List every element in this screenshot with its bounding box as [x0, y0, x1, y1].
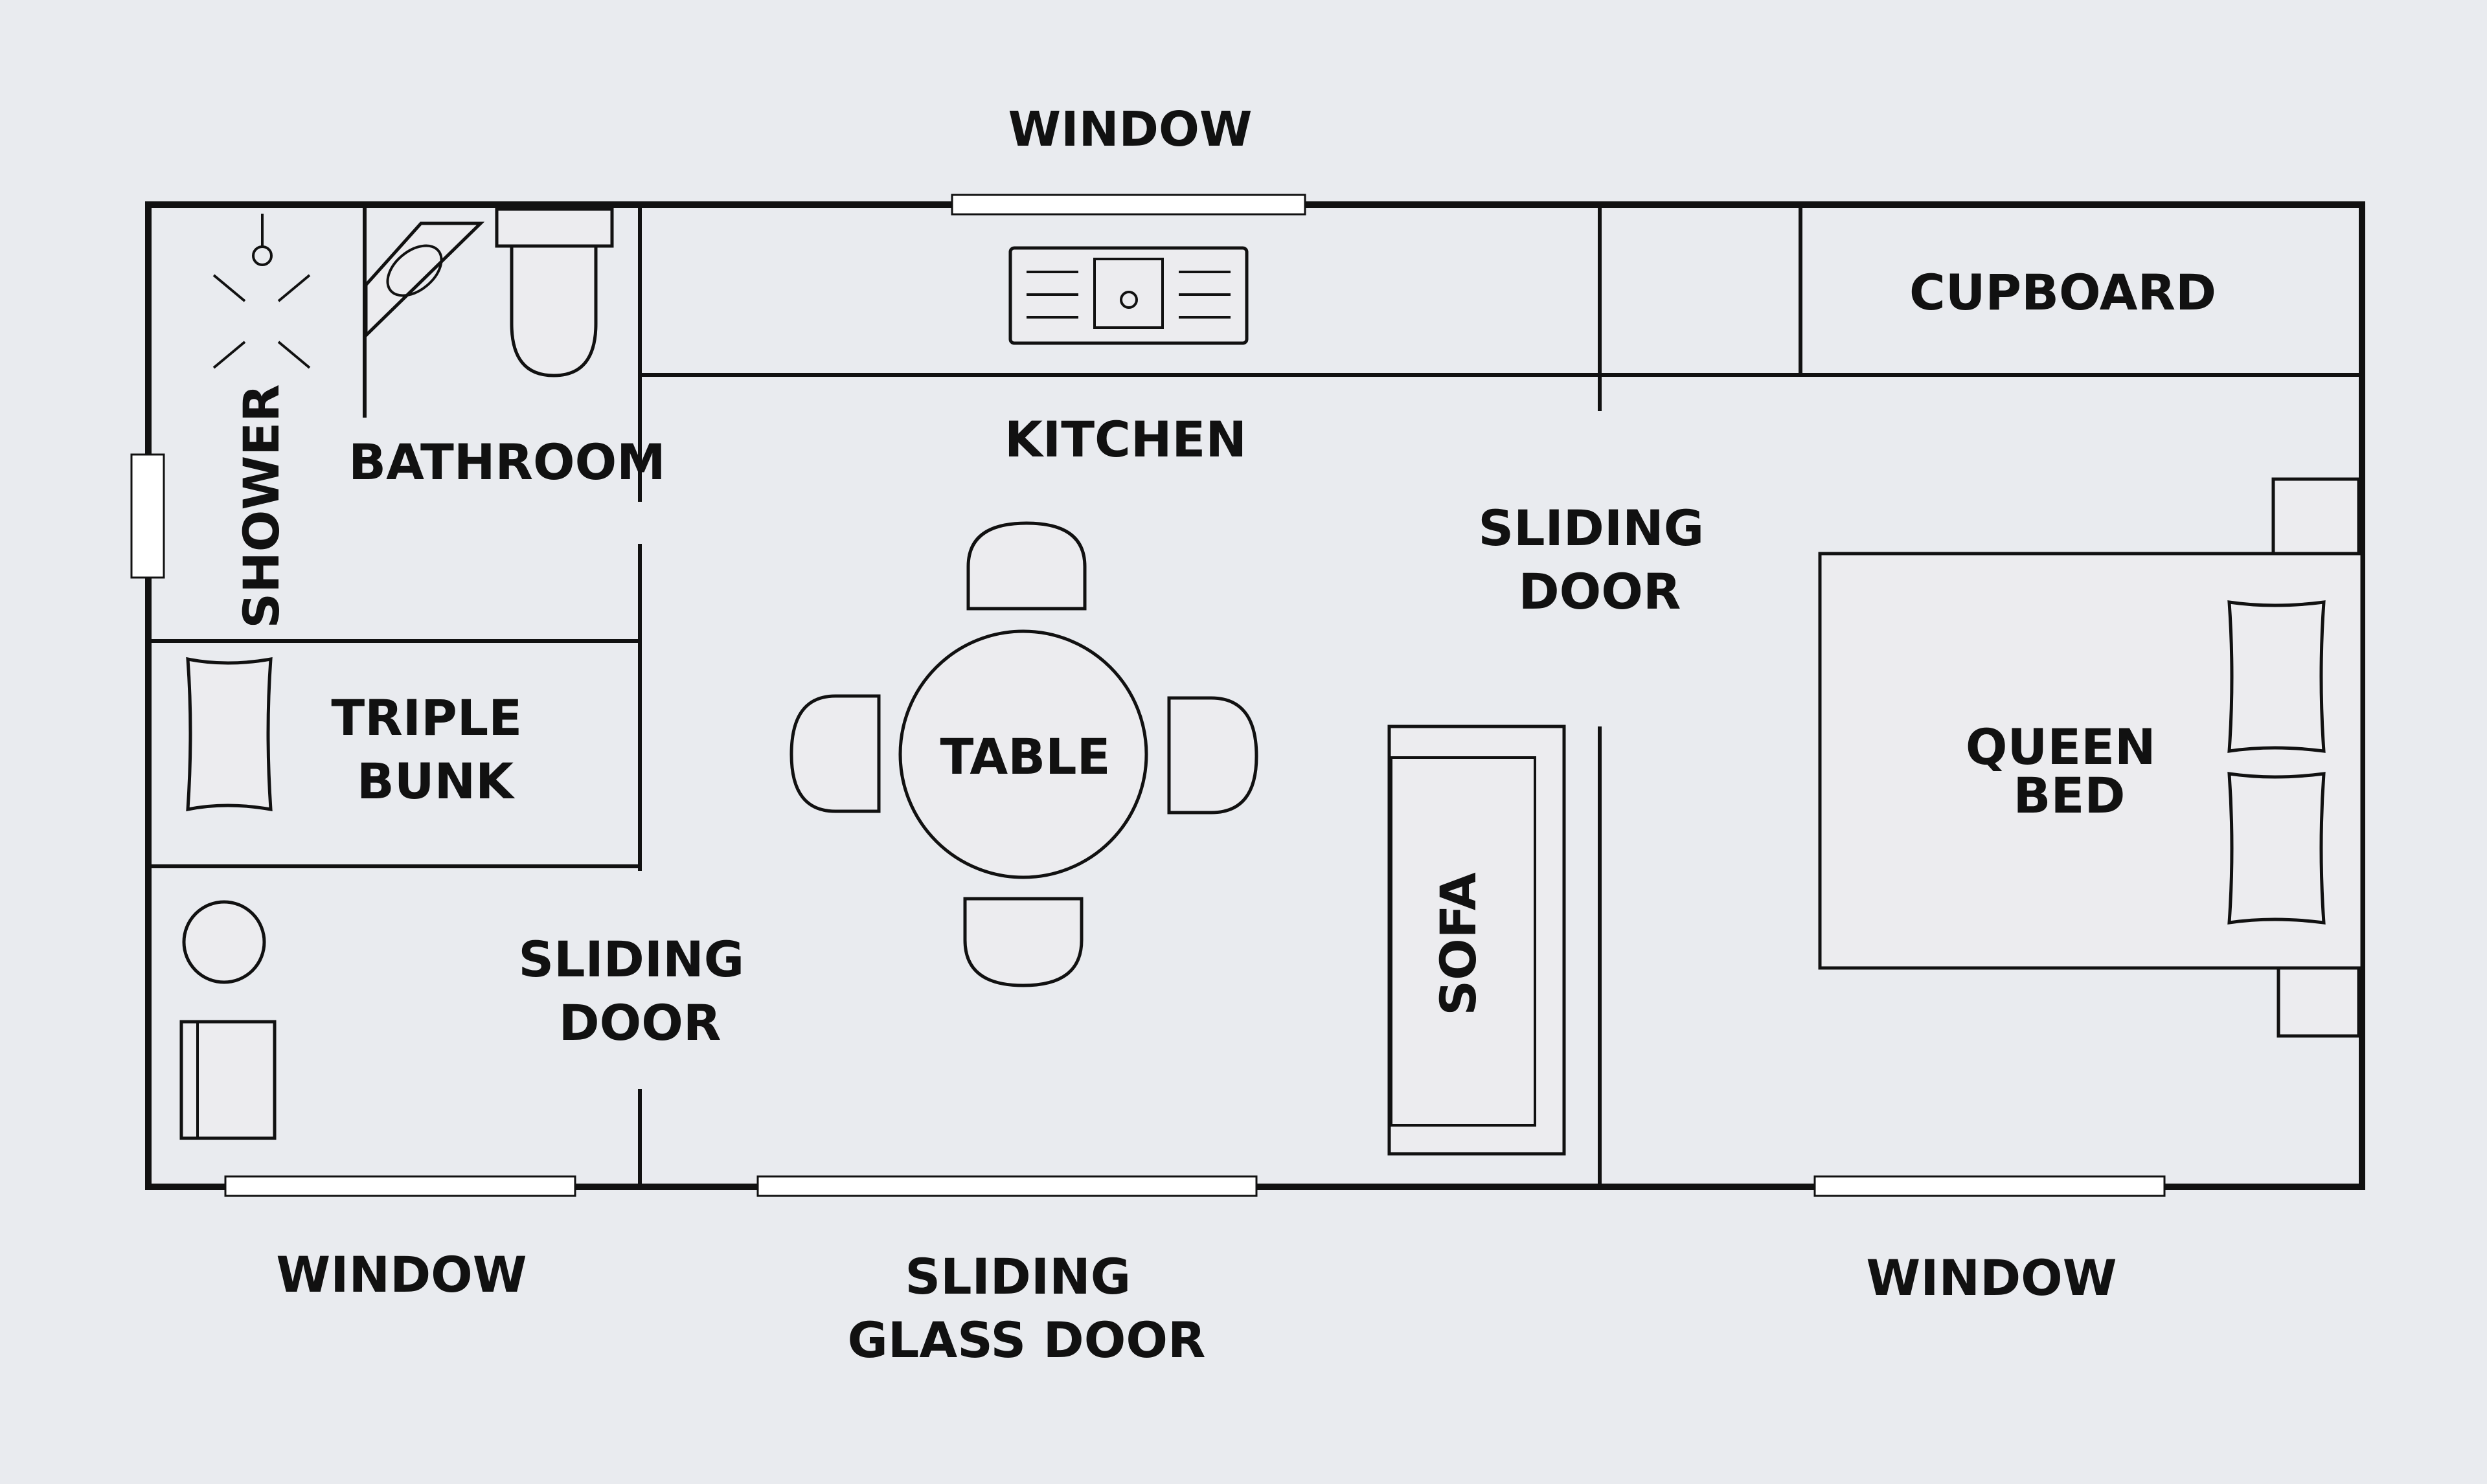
label-bathroom: BATHROOM: [348, 433, 666, 491]
label-sliding-door-right: SLIDING DOOR: [1478, 499, 1721, 620]
label-sofa: SOFA: [1429, 872, 1487, 1016]
window-top: [951, 194, 1306, 216]
label-sliding-glass-door-line2: GLASS DOOR: [848, 1311, 1206, 1369]
label-sliding-glass-door: SLIDING GLASS DOOR: [848, 1248, 1206, 1369]
label-sliding-door-left: SLIDING DOOR: [518, 930, 761, 1051]
label-queen-bed-line1: QUEEN: [1966, 718, 2156, 776]
nightstand-top-icon: [2271, 477, 2361, 556]
chair-left-icon: [789, 694, 881, 813]
label-window-bottom-right: WINDOW: [1866, 1249, 2117, 1307]
kitchen-sink-icon: [1008, 246, 1249, 345]
label-queen-bed: QUEEN BED: [1966, 718, 2173, 824]
label-triple-bunk: TRIPLE BUNK: [331, 689, 539, 810]
sliding-glass-door-opening: [756, 1175, 1258, 1197]
basin-icon: [364, 221, 485, 339]
label-triple-bunk-line2: BUNK: [357, 752, 516, 810]
label-sliding-door-left-line1: SLIDING: [518, 930, 744, 988]
label-cupboard: CUPBOARD: [1909, 264, 2216, 321]
label-window-bottom-left: WINDOW: [276, 1246, 527, 1303]
window-bottom-right: [1813, 1175, 2166, 1197]
label-sliding-glass-door-line1: SLIDING: [905, 1248, 1131, 1305]
label-window-top: WINDOW: [1008, 102, 1252, 157]
window-left: [130, 453, 165, 579]
label-triple-bunk-line1: TRIPLE: [331, 689, 522, 747]
queen-bed-icon: [1818, 552, 2364, 970]
table-icon: [898, 629, 1148, 879]
window-bottom-left: [224, 1175, 576, 1197]
label-shower: SHOWER: [233, 384, 290, 628]
label-kitchen: KITCHEN: [1005, 410, 1247, 468]
chair-top-icon: [966, 521, 1087, 611]
bunk-pillow-icon: [186, 657, 273, 812]
nightstand-bottom-icon: [2277, 966, 2361, 1038]
label-sliding-door-right-line1: SLIDING: [1478, 499, 1704, 557]
label-sliding-door-left-line2: DOOR: [559, 994, 721, 1051]
label-sliding-door-right-line2: DOOR: [1519, 563, 1681, 620]
shower-icon: [212, 214, 311, 369]
toilet-icon: [495, 207, 614, 377]
stool-icon: [182, 900, 266, 984]
label-queen-bed-line2: BED: [2014, 767, 2126, 824]
chair-right-icon: [1167, 696, 1258, 815]
chair-bottom-icon: [963, 897, 1084, 987]
armchair-icon: [179, 1020, 277, 1140]
sofa-icon: [1387, 725, 1566, 1156]
label-table: TABLE: [940, 728, 1110, 785]
